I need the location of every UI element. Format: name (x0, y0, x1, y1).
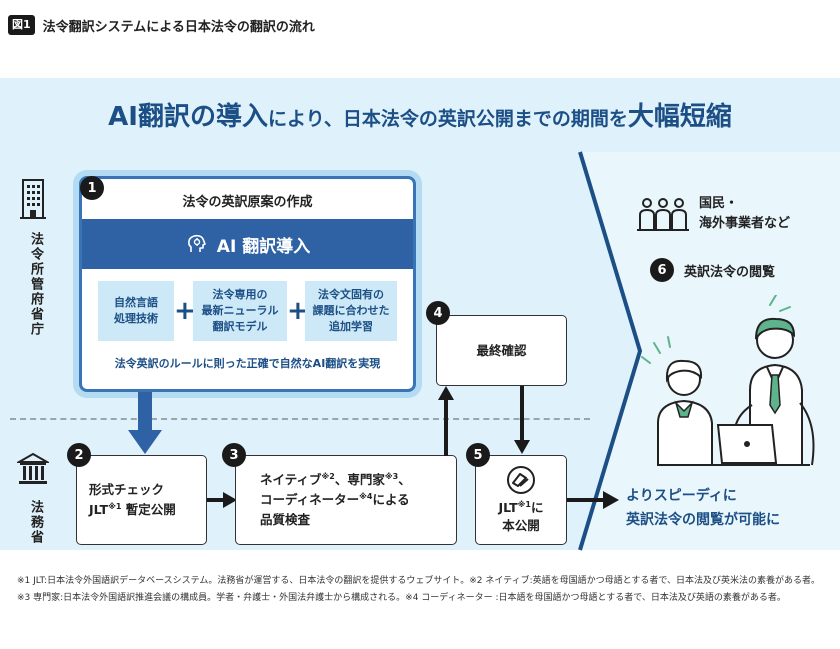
step1-footer: 法令英訳のルールに則った正確で自然なAI翻訳を実現 (114, 357, 381, 370)
figure-title-text: 法令翻訳システムによる日本法令の翻訳の流れ (42, 19, 315, 35)
sub-box-training-label: 法令文固有の 課題に合わせた 追加学習 (312, 288, 390, 333)
step6-item: 6 英訳法令の閲覧 (650, 258, 775, 282)
step5-line1: JLT※1に (499, 499, 544, 517)
footnote-ref: ※3 (384, 471, 399, 481)
arrow-down (514, 386, 530, 454)
native-label: ネイティブ (260, 472, 322, 487)
step1-box: 法令の英訳原案の作成 AI 翻訳導入 自然言語 処理技術 + 法令専用の 最新ニ… (79, 176, 416, 392)
footnote-ref: ※4 (359, 491, 373, 501)
figure-title: 図1 法令翻訳システムによる日本法令の翻訳の流れ (8, 14, 315, 36)
figure-badge: 図1 (8, 15, 35, 35)
citizens-label: 国民・ 海外事業者など (699, 196, 791, 231)
footnote: ※1 JLT:日本法令外国語訳データベースシステム。法務省が運営する、日本法令の… (17, 576, 821, 603)
arrow-right (207, 492, 237, 508)
step5-line2: 本公開 (502, 518, 540, 533)
jlt-label: JLT (498, 500, 518, 515)
step2-line2: JLT※1 暫定公開 (89, 500, 176, 520)
footnote-ref: ※1 (517, 499, 531, 509)
sub-box-nlp-label: 自然言語 処理技術 (114, 296, 158, 325)
footnote-ref: ※1 (108, 501, 122, 511)
jlt-label: JLT (89, 502, 109, 517)
step-number-6: 6 (650, 258, 674, 282)
step2-provisional: 暫定公開 (125, 502, 176, 517)
courthouse-icon (17, 452, 49, 484)
result-line1: よりスピーディに (626, 488, 737, 504)
ai-head-icon (187, 234, 206, 252)
step2-box: 形式チェック JLT※1 暫定公開 (76, 455, 207, 545)
building-icon (20, 179, 46, 219)
sub-box-training: 法令文固有の 課題に合わせた 追加学習 (305, 281, 397, 341)
lane-label-ministries: 法令所管府省庁 (28, 232, 43, 337)
sub-box-nmt: 法令専用の 最新ニューラル 翻訳モデル (193, 281, 287, 341)
step-number-2: 2 (67, 443, 91, 467)
plus-icon: + (174, 296, 196, 326)
people-group-icon (637, 198, 689, 231)
comma: 、 (398, 472, 411, 487)
people-laptop-illustration (641, 295, 815, 466)
coordinator-label: コーディネーター (260, 492, 360, 507)
lane-label-moj: 法務省 (28, 500, 43, 545)
sub-box-nmt-label: 法令専用の 最新ニューラル 翻訳モデル (201, 288, 279, 333)
step3-box: ネイティブ※2、専門家※3、 コーディネーター※4による 品質検査 (235, 455, 457, 545)
step6-label: 英訳法令の閲覧 (684, 264, 776, 280)
ai-translation-bar: AI 翻訳導入 (82, 219, 413, 269)
ai-translation-label: AI 翻訳導入 (216, 236, 311, 257)
headline-middle: により、日本法令の英訳公開までの期間を (267, 108, 628, 130)
arrow-down-blue (128, 392, 162, 454)
step3-line1: ネイティブ※2、専門家※3、 (260, 470, 411, 490)
headline-emphasis-1: AI翻訳の導入 (108, 102, 268, 132)
footnote-ref: ※2 (321, 471, 335, 481)
step2-line1: 形式チェック (89, 482, 165, 497)
step1-title: 法令の英訳原案の作成 (182, 195, 313, 210)
headline-emphasis-2: 大幅短縮 (627, 102, 732, 132)
step-number-1: 1 (80, 176, 104, 200)
result-line2: 英訳法令の閲覧が可能に (626, 512, 780, 528)
by-label: による (372, 492, 410, 507)
step3-line2: コーディネーター※4による (260, 490, 411, 510)
step-number-5: 5 (466, 443, 490, 467)
arrow-right-to-result (567, 491, 619, 509)
arrow-up (438, 386, 454, 456)
step-number-4: 4 (426, 301, 450, 325)
sub-box-nlp: 自然言語 処理技術 (98, 281, 174, 341)
expert-label: 、専門家 (334, 472, 385, 487)
step-number-3: 3 (222, 443, 246, 467)
step4-box: 最終確認 (436, 315, 567, 386)
headline: AI翻訳の導入により、日本法令の英訳公開までの期間を大幅短縮 (0, 96, 840, 133)
step3-line3: 品質検査 (260, 512, 311, 527)
step5-box: JLT※1に 本公開 (475, 455, 567, 545)
lane-divider (10, 418, 590, 420)
step4-label: 最終確認 (476, 342, 527, 358)
jlt-logo-icon (507, 466, 535, 494)
particle-label: に (530, 500, 544, 515)
plus-icon: + (287, 296, 309, 326)
citizens-item: 国民・ 海外事業者など (637, 194, 790, 234)
result-text: よりスピーディに 英訳法令の閲覧が可能に (626, 484, 780, 532)
